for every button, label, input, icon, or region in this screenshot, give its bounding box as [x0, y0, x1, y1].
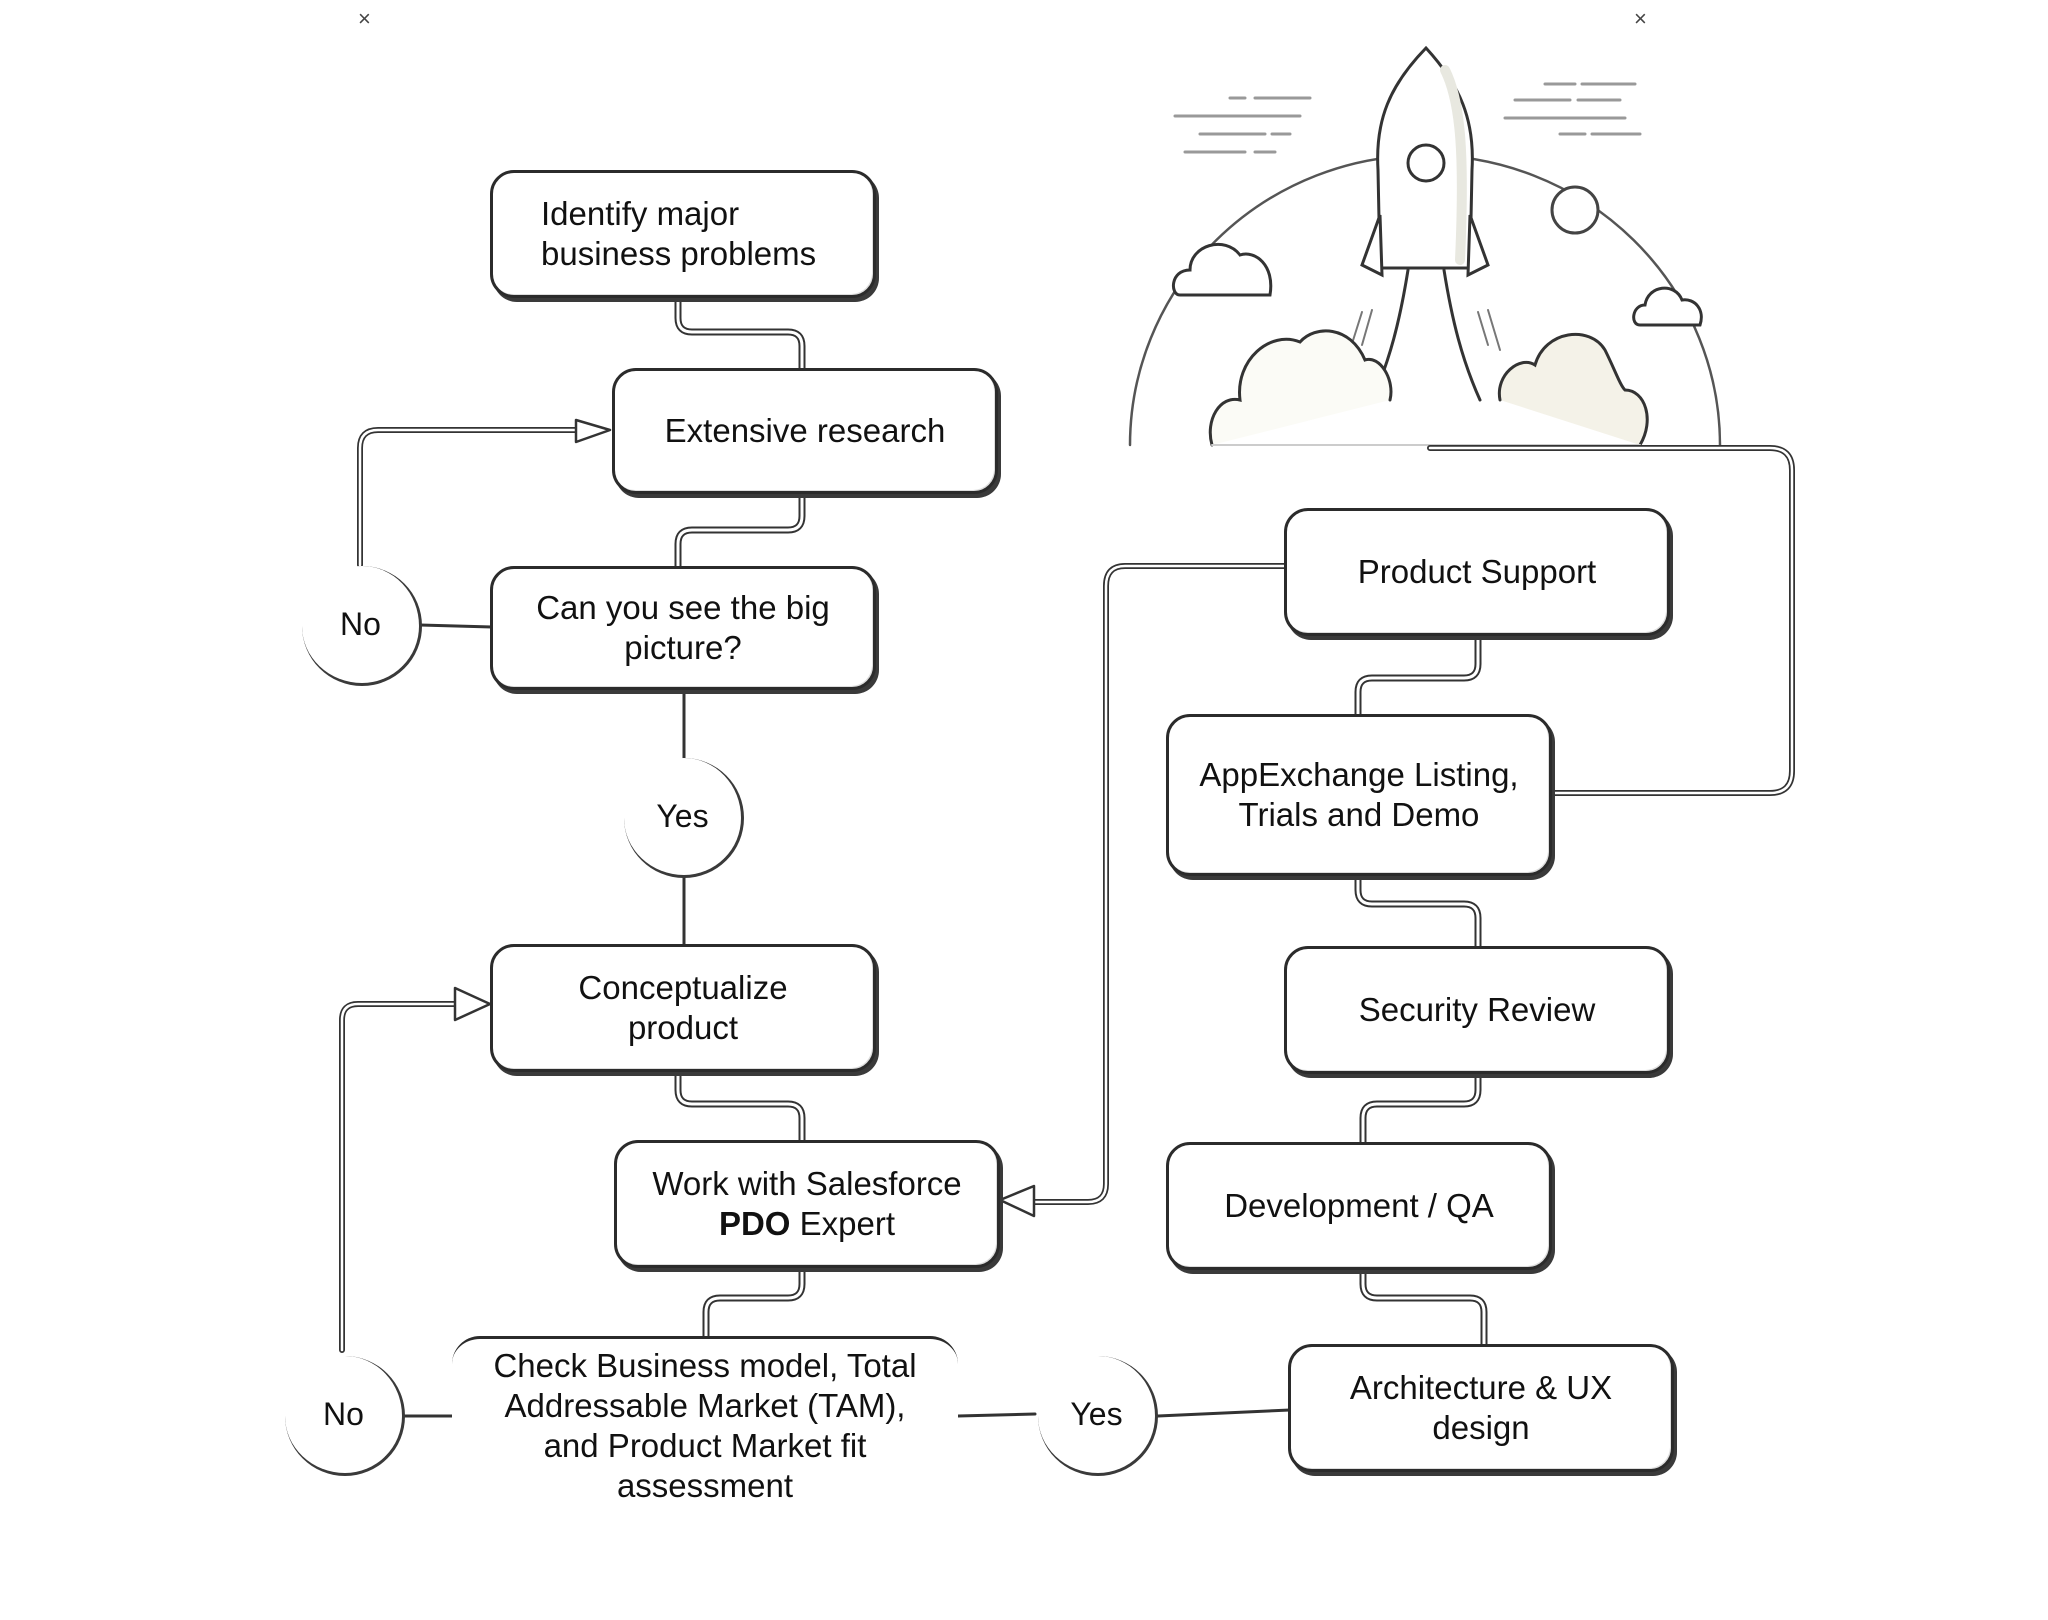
decision-no-bottom[interactable]: No — [285, 1356, 405, 1476]
close-mark-right: × — [1634, 6, 1647, 31]
node-big-picture[interactable]: Can you see the big picture? — [490, 566, 876, 690]
node-check-line4: assessment — [616, 1466, 794, 1504]
node-conceptualize-text: Conceptualize product — [578, 968, 787, 1048]
node-check-text: Check Business model, Total Addressable … — [493, 1346, 916, 1506]
node-security-review[interactable]: Security Review — [1284, 946, 1670, 1074]
node-dev-label: Development / QA — [1224, 1187, 1494, 1224]
node-check-line2: Addressable Market (TAM), — [504, 1386, 906, 1424]
close-mark-left: × — [358, 6, 371, 31]
node-research-label: Extensive research — [664, 412, 946, 449]
node-identify-line2: business problems — [541, 235, 817, 272]
node-check-line1: Check Business model, Total — [493, 1346, 917, 1384]
node-appexchange-listing[interactable]: AppExchange Listing, Trials and Demo — [1166, 714, 1552, 876]
flow-connectors — [339, 294, 1795, 1418]
node-appexchange-line1: AppExchange Listing, — [1199, 756, 1519, 793]
node-architecture-ux[interactable]: Architecture & UX design — [1288, 1344, 1674, 1472]
decision-yes-bottom[interactable]: Yes — [1038, 1356, 1158, 1476]
node-development-qa[interactable]: Development / QA — [1166, 1142, 1552, 1270]
node-big-picture-text: Can you see the big picture? — [536, 588, 830, 668]
node-identify-problems[interactable]: Identify major business problems — [490, 170, 876, 298]
decision-yes-bottom-label: Yes — [1070, 1396, 1123, 1432]
node-work-with-pdo[interactable]: Work with Salesforce PDO Expert — [614, 1140, 1000, 1268]
node-pdo-line2: PDO Expert — [652, 1204, 961, 1244]
node-check-business-model[interactable]: Check Business model, Total Addressable … — [452, 1336, 958, 1512]
node-conceptualize-line2: product — [627, 1009, 739, 1046]
node-big-picture-line1: Can you see the big — [536, 589, 830, 626]
node-arch-line1: Architecture & UX — [1349, 1369, 1613, 1406]
node-identify-line1: Identify major — [541, 195, 740, 232]
decision-yes-mid[interactable]: Yes — [624, 758, 744, 878]
node-pdo-bold: PDO — [718, 1205, 791, 1242]
node-pdo-text: Work with Salesforce PDO Expert — [652, 1164, 961, 1244]
node-check-line3: and Product Market fit — [543, 1426, 867, 1464]
node-product-support[interactable]: Product Support — [1284, 508, 1670, 636]
node-arch-line2: design — [1432, 1409, 1530, 1446]
node-pdo-line2-rest: Expert — [790, 1205, 896, 1242]
decision-no-bottom-label: No — [323, 1396, 364, 1432]
node-extensive-research[interactable]: Extensive research — [612, 368, 998, 494]
node-security-label: Security Review — [1358, 991, 1596, 1028]
node-identify-text: Identify major business problems — [541, 194, 816, 274]
decision-yes-mid-label: Yes — [656, 798, 709, 834]
node-appexchange-text: AppExchange Listing, Trials and Demo — [1199, 755, 1518, 835]
decision-no-top[interactable]: No — [302, 566, 422, 686]
node-conceptualize-product[interactable]: Conceptualize product — [490, 944, 876, 1072]
node-appexchange-line2: Trials and Demo — [1238, 796, 1480, 833]
node-pdo-line1: Work with Salesforce — [652, 1165, 962, 1202]
node-arch-text: Architecture & UX design — [1350, 1368, 1612, 1448]
node-big-picture-line2: picture? — [624, 629, 742, 666]
decision-no-top-label: No — [340, 606, 381, 642]
node-conceptualize-line1: Conceptualize — [578, 969, 788, 1006]
node-support-label: Product Support — [1357, 553, 1597, 590]
rocket-launch-icon — [1128, 45, 1722, 447]
